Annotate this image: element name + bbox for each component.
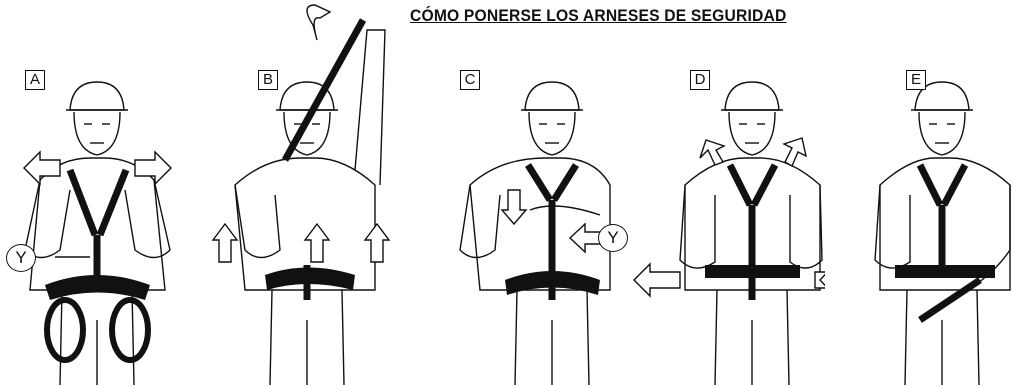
- page-title: CÓMO PONERSE LOS ARNESES DE SEGURIDAD: [410, 6, 787, 25]
- step-a-illustration: [23, 81, 172, 385]
- step-e-illustration: [874, 81, 1011, 385]
- step-b-panel: B: [205, 0, 410, 385]
- step-b-label: B: [258, 70, 278, 90]
- step-d-label: D: [690, 70, 710, 90]
- step-a-y-callout: Y: [6, 244, 36, 272]
- step-c-panel: C Y: [410, 0, 628, 385]
- step-e-label: E: [906, 70, 926, 90]
- step-d-illustration: [633, 81, 825, 385]
- step-d-panel: D: [620, 0, 825, 385]
- step-c-illustration: [459, 81, 611, 385]
- step-e-panel: E: [820, 0, 1024, 385]
- step-c-label: C: [460, 70, 480, 90]
- step-c-y-callout: Y: [598, 224, 628, 252]
- step-b-illustration: [211, 4, 391, 385]
- step-a-label: A: [25, 70, 45, 90]
- step-a-panel: A Y: [0, 0, 205, 385]
